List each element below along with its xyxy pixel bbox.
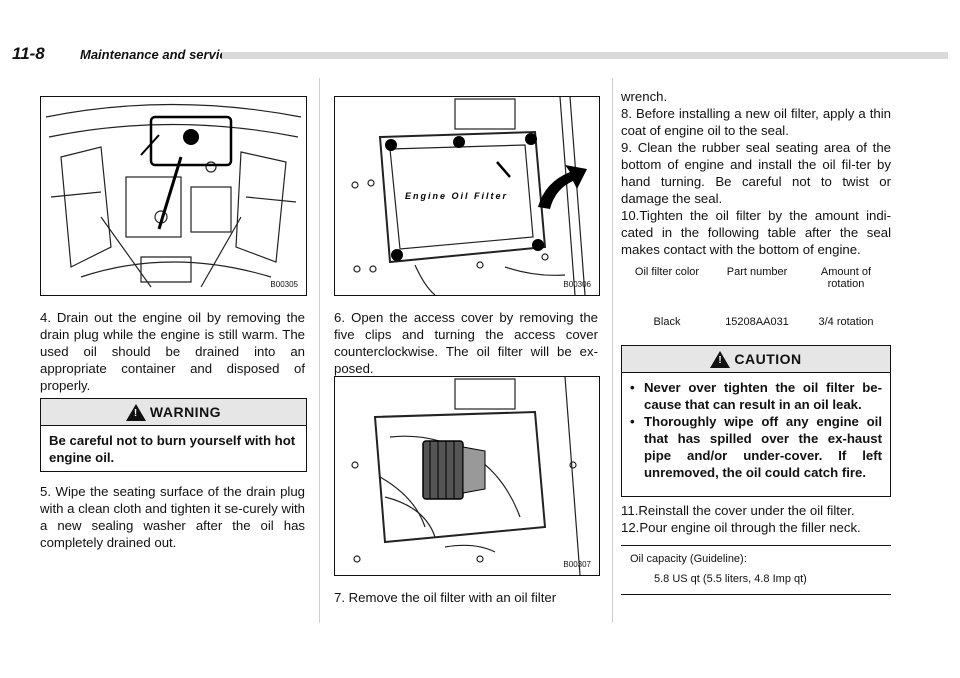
step-12: 12.Pour engine oil through the filler ne… <box>621 520 861 535</box>
figure-code: B00307 <box>563 560 591 569</box>
capacity-bottom-rule <box>621 594 891 595</box>
table-header: Part number <box>726 266 788 278</box>
warning-box: ! WARNING Be careful not to burn yoursel… <box>40 398 307 472</box>
table-row: Black 15208AA031 3/4 rotation <box>622 308 890 328</box>
step-4: 4. Drain out the engine oil by removing … <box>40 310 305 393</box>
step-6: 6. Open the access cover by removing the… <box>334 310 598 376</box>
column-divider <box>319 78 320 623</box>
step-5: 5. Wipe the seating surface of the drain… <box>40 484 305 550</box>
table-header: Amount of rotation <box>820 266 872 290</box>
caution-header: ! CAUTION <box>622 346 890 373</box>
caution-item: Thoroughly wipe off any engine oil that … <box>630 413 882 481</box>
step-7-continued: wrench. <box>621 89 668 104</box>
table-header: Oil filter color <box>634 266 700 278</box>
caution-icon: ! <box>710 350 731 368</box>
access-cover-illustration: Engine Oil Filter <box>351 97 587 295</box>
step-8: 8. Before installing a new oil filter, a… <box>621 106 891 138</box>
table-cell: 15208AA031 <box>725 316 789 328</box>
caution-title: CAUTION <box>734 351 802 367</box>
step-7: 7. Remove the oil filter with an oil fil… <box>334 590 557 605</box>
caution-box: ! CAUTION Never over tighten the oil fil… <box>621 345 891 497</box>
capacity-label: Oil capacity (Guideline): <box>630 553 747 565</box>
capacity-value: 5.8 US qt (5.5 liters, 4.8 Imp qt) <box>654 573 807 585</box>
caution-item: Never over tighten the oil filter be-cau… <box>630 379 882 413</box>
figure-drain-plug: B00305 <box>40 96 307 296</box>
section-title: Maintenance and service <box>80 47 234 62</box>
figure-access-cover: Engine Oil Filter B00306 <box>334 96 600 296</box>
step-11: 11.Reinstall the cover under the oil fil… <box>621 503 855 518</box>
warning-header: ! WARNING <box>41 399 306 426</box>
table-cell: 3/4 rotation <box>818 316 874 328</box>
oil-filter-illustration <box>351 377 581 575</box>
step-9: 9. Clean the rubber seal seating area of… <box>621 140 891 206</box>
warning-icon: ! <box>125 403 146 421</box>
rotation-table: Oil filter color Part number Amount of r… <box>622 256 890 328</box>
table-header-row: Oil filter color Part number Amount of r… <box>622 256 890 308</box>
figure-label: Engine Oil Filter <box>405 191 508 201</box>
step-10: 10.Tighten the oil filter by the amount … <box>621 208 891 257</box>
engine-underside-illustration <box>45 103 302 288</box>
figure-oil-filter: B00307 <box>334 376 600 576</box>
warning-text: Be careful not to burn yourself with hot… <box>49 433 296 465</box>
figure-code: B00305 <box>270 280 298 289</box>
warning-title: WARNING <box>149 404 222 420</box>
table-cell: Black <box>653 316 681 328</box>
page-number: 11-8 <box>12 44 45 63</box>
caution-body: Never over tighten the oil filter be-cau… <box>622 373 890 487</box>
header-rule <box>222 52 948 59</box>
figure-code: B00306 <box>563 280 591 289</box>
capacity-top-rule <box>621 545 891 546</box>
page-header: 11-8 Maintenance and service <box>12 44 948 64</box>
column-divider <box>612 78 613 623</box>
